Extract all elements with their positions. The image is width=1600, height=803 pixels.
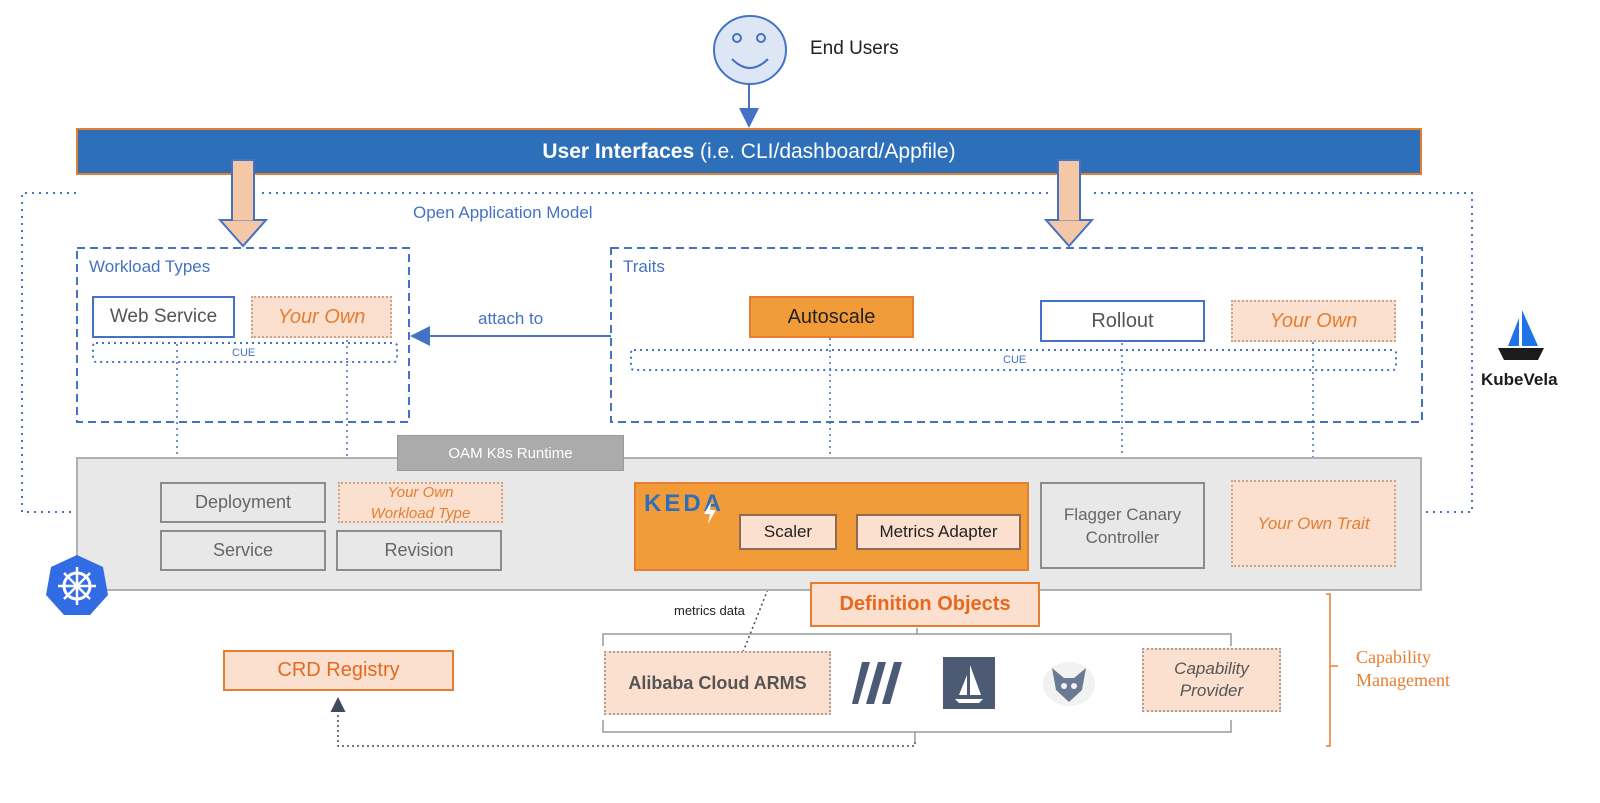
traits-title: Traits [623, 257, 665, 276]
your-own-trait-runtime-box: Your Own Trait [1231, 480, 1396, 567]
traits-cue-label: CUE [1003, 354, 1027, 366]
oam-label: Open Application Model [413, 203, 593, 222]
your-own-workload-line2: Workload Type [370, 504, 471, 522]
workload-cue-label: CUE [232, 347, 256, 359]
provider-brace [602, 633, 1232, 646]
alibaba-arms-box: Alibaba Cloud ARMS [604, 651, 831, 715]
kubevela-label: KubeVela [1481, 370, 1558, 389]
capability-provider-box: Capability Provider [1142, 648, 1281, 712]
user-interfaces-title: User Interfaces [542, 139, 695, 163]
your-own-trait-box: Your Own [1231, 300, 1396, 342]
capability-management-line2: Management [1356, 670, 1450, 690]
service-box: Service [160, 530, 326, 571]
prometheus-logo-icon [852, 662, 902, 704]
capability-management-label: Capability Management [1356, 646, 1450, 692]
scaler-box: Scaler [739, 514, 837, 550]
oam-outline [21, 192, 76, 513]
workload-types-title: Workload Types [89, 257, 211, 276]
capability-bracket [1326, 593, 1331, 747]
revision-box: Revision [336, 530, 502, 571]
user-interfaces-subtitle: (i.e. CLI/dashboard/Appfile) [694, 139, 956, 163]
smiley-icon [713, 15, 787, 85]
your-own-workload-box: Your Own [251, 296, 392, 338]
definition-objects-box: Definition Objects [810, 582, 1040, 627]
capability-provider-line1: Capability [1174, 659, 1249, 678]
opa-logo-icon [1043, 662, 1095, 706]
crd-registry-box: CRD Registry [223, 650, 454, 691]
runtime-tab: OAM K8s Runtime [397, 435, 624, 471]
istio-logo-icon [943, 657, 995, 709]
lightning-icon [704, 502, 716, 524]
rollout-box: Rollout [1040, 300, 1205, 342]
autoscale-box: Autoscale [749, 296, 914, 338]
flagger-line1: Flagger Canary [1063, 504, 1182, 524]
web-service-box: Web Service [92, 296, 235, 338]
attach-to-label: attach to [478, 309, 544, 328]
kubernetes-logo-icon [46, 555, 108, 615]
flagger-line2: Controller [1085, 527, 1160, 547]
capability-management-line1: Capability [1356, 647, 1431, 667]
user-interfaces-banner: User Interfaces (i.e. CLI/dashboard/Appf… [76, 128, 1422, 175]
end-users-label: End Users [810, 38, 899, 59]
kubevela-logo-icon [1498, 310, 1544, 360]
your-own-workload-line1: Your Own [387, 483, 454, 501]
deployment-box: Deployment [160, 482, 326, 523]
metrics-adapter-box: Metrics Adapter [856, 514, 1021, 550]
metrics-data-label: metrics data [674, 603, 745, 618]
capability-provider-line2: Provider [1179, 681, 1244, 700]
flagger-canary-box: Flagger Canary Controller [1040, 482, 1205, 569]
your-own-workload-type-box: Your Own Workload Type [338, 482, 503, 523]
